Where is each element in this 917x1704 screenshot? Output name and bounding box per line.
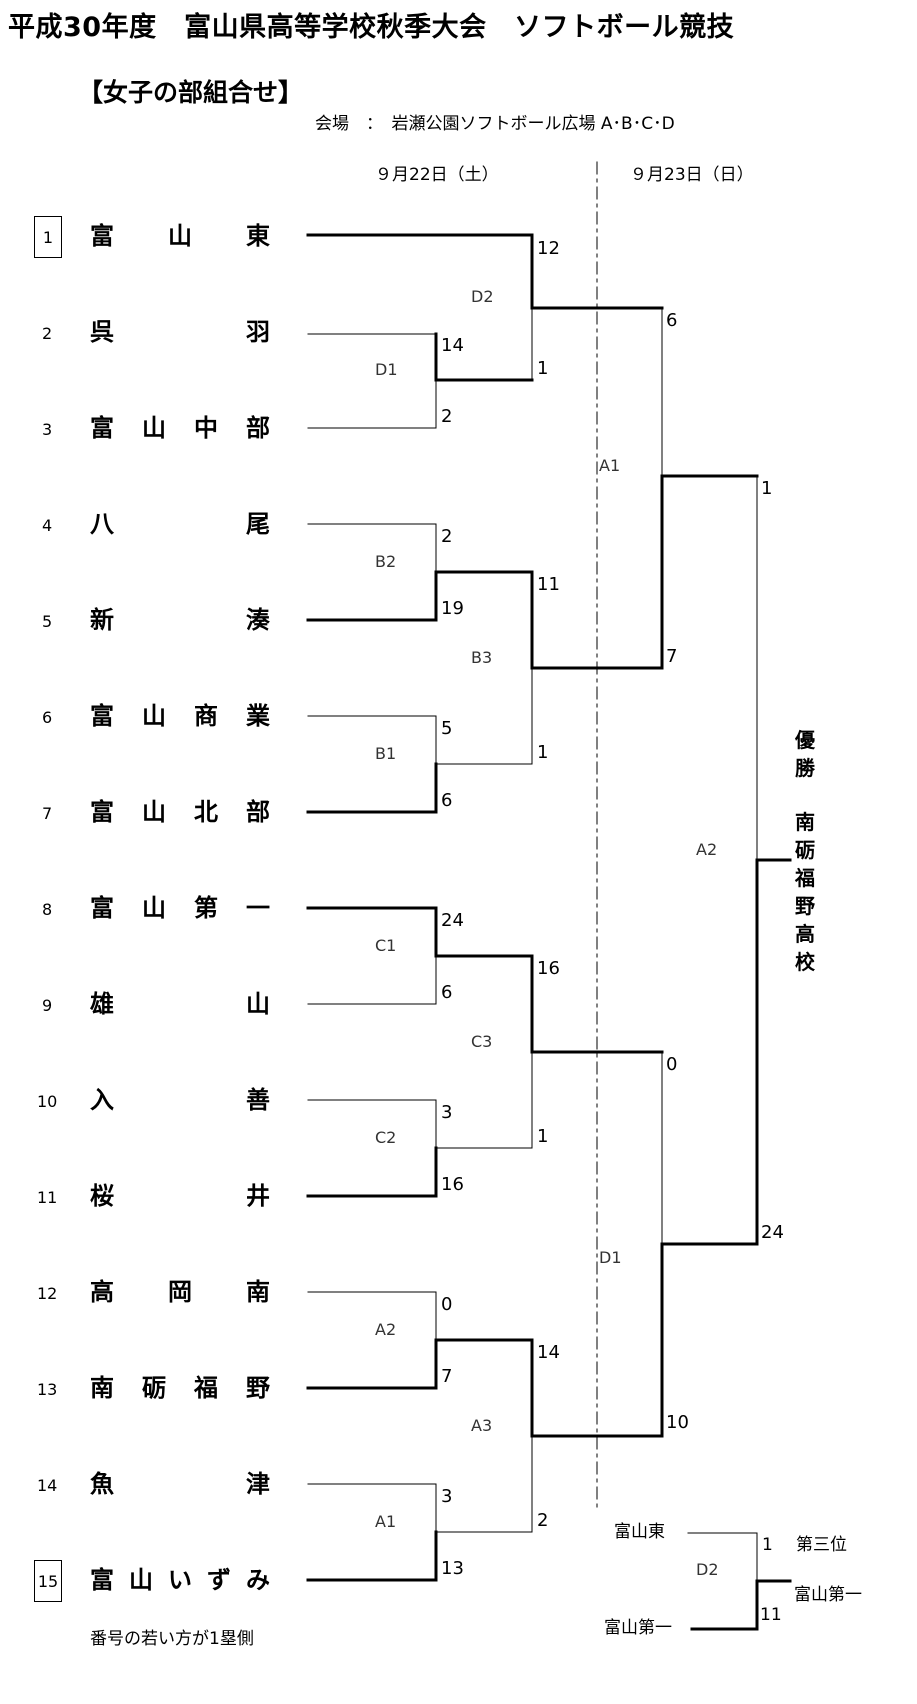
score-c2-top: 3 — [441, 1102, 453, 1123]
third-place-score-2: 11 — [760, 1605, 782, 1625]
team-name-5: 新湊 — [90, 606, 270, 634]
court-label-a3: A3 — [471, 1416, 493, 1435]
score-a1-r1-bottom: 13 — [441, 1558, 464, 1579]
score-a1-bottom: 7 — [666, 646, 678, 667]
third-place-team-1: 富山東 — [614, 1522, 665, 1542]
seed-number-6: 6 — [42, 708, 53, 727]
venue-text: 会場 ： 岩瀬公園ソフトボール広場 A･B･C･D — [315, 114, 675, 134]
score-d1-r3-top: 0 — [666, 1054, 678, 1075]
seed-number-14: 14 — [37, 1476, 58, 1495]
seed-number-12: 12 — [37, 1284, 58, 1303]
third-place-team-2: 富山第一 — [604, 1618, 672, 1638]
date-day2: ９月23日（日） — [630, 165, 754, 185]
team-name-8: 富山第一 — [90, 894, 270, 922]
seed-number-2: 2 — [42, 324, 53, 343]
section-title: 【女子の部組合せ】 — [78, 78, 304, 107]
court-label-c2: C2 — [375, 1128, 397, 1147]
court-label-c3: C3 — [471, 1032, 493, 1051]
score-d1-top: 14 — [441, 335, 464, 356]
court-label-a2-final: A2 — [696, 840, 718, 859]
team-name-13: 南砺福野 — [90, 1374, 270, 1402]
team-name-3: 富山中部 — [90, 414, 270, 442]
score-a2-r1-bottom: 7 — [441, 1366, 453, 1387]
court-label-b3: B3 — [471, 648, 493, 667]
seed-number-10: 10 — [37, 1092, 58, 1111]
score-a3-bottom: 2 — [537, 1510, 549, 1531]
court-label-a1-r1: A1 — [375, 1512, 397, 1531]
date-day1: ９月22日（土） — [375, 165, 499, 185]
page-title: 平成30年度 富山県高等学校秋季大会 ソフトボール競技 — [8, 12, 735, 43]
team-name-6: 富山商業 — [90, 702, 270, 730]
court-label-d1: D1 — [375, 360, 398, 379]
seed-number-8: 8 — [42, 900, 53, 919]
team-name-1: 富山東 — [90, 222, 270, 250]
court-label-b2: B2 — [375, 552, 397, 571]
seed-number-5: 5 — [42, 612, 53, 631]
court-label-a2: A2 — [375, 1320, 397, 1339]
seed-number-7: 7 — [42, 804, 53, 823]
score-c3-top: 16 — [537, 958, 560, 979]
champion-name: 南砺福 野高校 — [795, 810, 815, 974]
team-name-7: 富山北部 — [90, 798, 270, 826]
third-place-score-1: 1 — [762, 1535, 773, 1555]
team-name-9: 雄山 — [90, 990, 270, 1018]
score-b2-top: 2 — [441, 526, 453, 547]
score-c1-bottom: 6 — [441, 982, 453, 1003]
score-a3-top: 14 — [537, 1342, 560, 1363]
score-c3-bottom: 1 — [537, 1126, 549, 1147]
score-a2-r1-top: 0 — [441, 1294, 453, 1315]
score-d2-bottom: 1 — [537, 358, 549, 379]
court-label-a1-r3: A1 — [599, 456, 621, 475]
court-label-b1: B1 — [375, 744, 397, 763]
score-b3-bottom: 1 — [537, 742, 549, 763]
score-final-bottom: 24 — [761, 1222, 784, 1243]
score-a1-top: 6 — [666, 310, 678, 331]
seed-number-13: 13 — [37, 1380, 58, 1399]
court-label-c1: C1 — [375, 936, 397, 955]
score-d1-bottom: 2 — [441, 406, 453, 427]
team-name-11: 桜井 — [90, 1182, 270, 1210]
team-name-2: 呉羽 — [90, 318, 270, 346]
seed-number-3: 3 — [42, 420, 53, 439]
third-place-label: 第三位 — [796, 1535, 847, 1555]
score-d2-top: 12 — [537, 238, 560, 259]
seed-number-11: 11 — [37, 1188, 58, 1207]
court-label-d1-r3: D1 — [599, 1248, 622, 1267]
team-name-14: 魚津 — [90, 1470, 270, 1498]
team-name-15: 富山いずみ — [90, 1566, 270, 1594]
seed-number-9: 9 — [42, 996, 53, 1015]
score-d1-r3-bottom: 10 — [666, 1412, 689, 1433]
team-name-4: 八尾 — [90, 510, 270, 538]
seed-number-1: 1 — [34, 216, 62, 258]
score-b2-bottom: 19 — [441, 598, 464, 619]
team-name-10: 入善 — [90, 1086, 270, 1114]
score-a1-r1-top: 3 — [441, 1486, 453, 1507]
third-place-winner: 富山第一 — [794, 1585, 862, 1605]
third-place-court: D2 — [696, 1560, 719, 1579]
champion-label: 優勝 — [795, 728, 815, 780]
seed-number-4: 4 — [42, 516, 53, 535]
score-c2-bottom: 16 — [441, 1174, 464, 1195]
team-name-12: 高岡南 — [90, 1278, 270, 1306]
score-b1-bottom: 6 — [441, 790, 453, 811]
seed-number-15: 15 — [34, 1560, 62, 1602]
court-label-d2: D2 — [471, 287, 494, 306]
footnote: 番号の若い方が1塁側 — [90, 1629, 254, 1649]
score-b1-top: 5 — [441, 718, 453, 739]
score-c1-top: 24 — [441, 910, 464, 931]
score-final-top: 1 — [761, 478, 773, 499]
score-b3-top: 11 — [537, 574, 560, 595]
